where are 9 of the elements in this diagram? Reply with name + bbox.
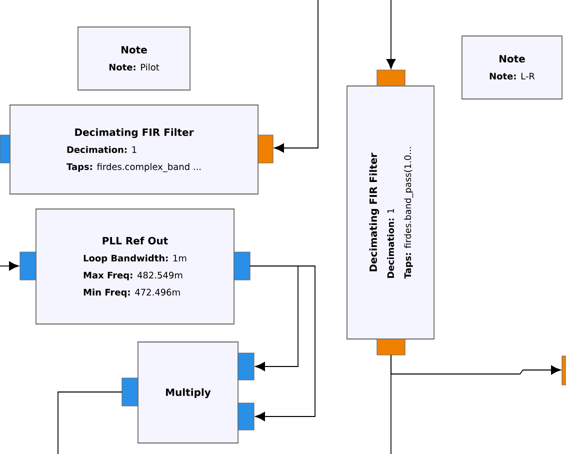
connector-arrow	[250, 266, 316, 422]
block-box: Note Note: L-R	[462, 36, 562, 100]
connector-arrow	[274, 0, 318, 153]
block-box: Note Note: Pilot	[78, 26, 190, 90]
block-box: PLL Ref Out Loop Bandwidth: 1m Max Freq: 482.549m Min Freq: 472.496m	[36, 208, 234, 324]
block-box: Decimating FIR Filter Decimation: 1 Taps: firdes.complex_band ...	[10, 104, 258, 194]
connector-arrow	[0, 261, 19, 271]
block-box: Multiply	[138, 342, 238, 444]
connector-arrow	[386, 0, 396, 69]
